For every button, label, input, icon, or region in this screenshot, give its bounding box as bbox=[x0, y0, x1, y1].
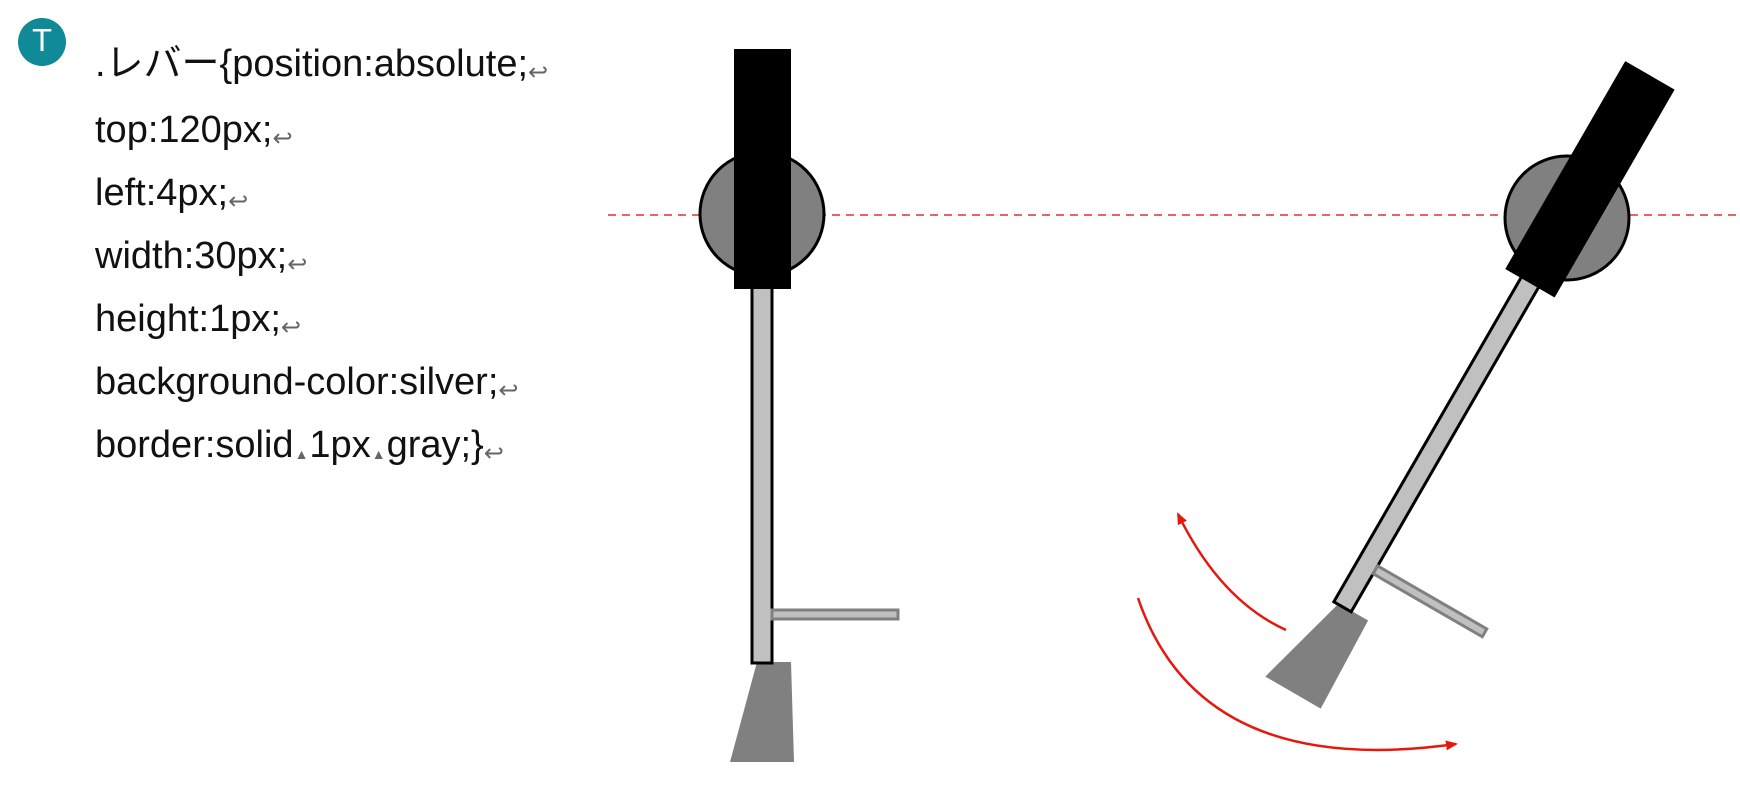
counterweight bbox=[1265, 603, 1369, 709]
code-line-3: left:4px;↩ bbox=[95, 171, 248, 224]
code-text: .レバー{position:absolute; bbox=[95, 43, 529, 85]
space-mark-icon: ▲ bbox=[294, 446, 309, 462]
return-mark-icon: ↩ bbox=[287, 251, 308, 278]
code-text: border:solid bbox=[95, 424, 294, 466]
code-text: background-color:silver; bbox=[95, 361, 499, 403]
code-line-2: top:120px;↩ bbox=[95, 108, 293, 161]
knob bbox=[1505, 61, 1675, 298]
t-badge-icon: T bbox=[18, 18, 66, 66]
badge-letter: T bbox=[32, 24, 52, 59]
return-mark-icon: ↩ bbox=[498, 377, 519, 404]
return-mark-icon: ↩ bbox=[272, 125, 293, 152]
rod bbox=[1331, 268, 1545, 614]
code-text: gray;} bbox=[386, 424, 484, 466]
return-mark-icon: ↩ bbox=[228, 188, 249, 215]
code-line-1: .レバー{position:absolute;↩ bbox=[95, 42, 548, 95]
upright-lever bbox=[698, 49, 900, 762]
side-lever bbox=[1371, 563, 1489, 639]
code-line-4: width:30px;↩ bbox=[95, 234, 307, 287]
code-line-7: border:solid▲1px▲gray;}↩ bbox=[95, 423, 504, 476]
code-text: height:1px; bbox=[95, 298, 281, 340]
knob bbox=[734, 49, 791, 289]
return-mark-icon: ↩ bbox=[280, 314, 302, 341]
return-mark-icon: ↩ bbox=[483, 440, 504, 467]
code-text: 1px bbox=[309, 424, 371, 466]
counterweight bbox=[730, 662, 794, 762]
return-mark-icon: ↩ bbox=[528, 59, 549, 86]
code-text: left:4px; bbox=[95, 172, 229, 214]
code-text: top:120px; bbox=[95, 109, 273, 151]
tilted-lever bbox=[1265, 61, 1675, 709]
side-lever bbox=[770, 608, 900, 621]
swing-arrow-upper-icon bbox=[1176, 512, 1287, 632]
space-mark-icon: ▲ bbox=[371, 446, 386, 462]
code-text: width:30px; bbox=[95, 235, 288, 277]
code-line-5: height:1px;↩ bbox=[95, 297, 301, 350]
code-line-6: background-color:silver;↩ bbox=[95, 360, 519, 413]
swing-arrow-lower-icon bbox=[1136, 597, 1458, 752]
rod bbox=[750, 278, 774, 665]
